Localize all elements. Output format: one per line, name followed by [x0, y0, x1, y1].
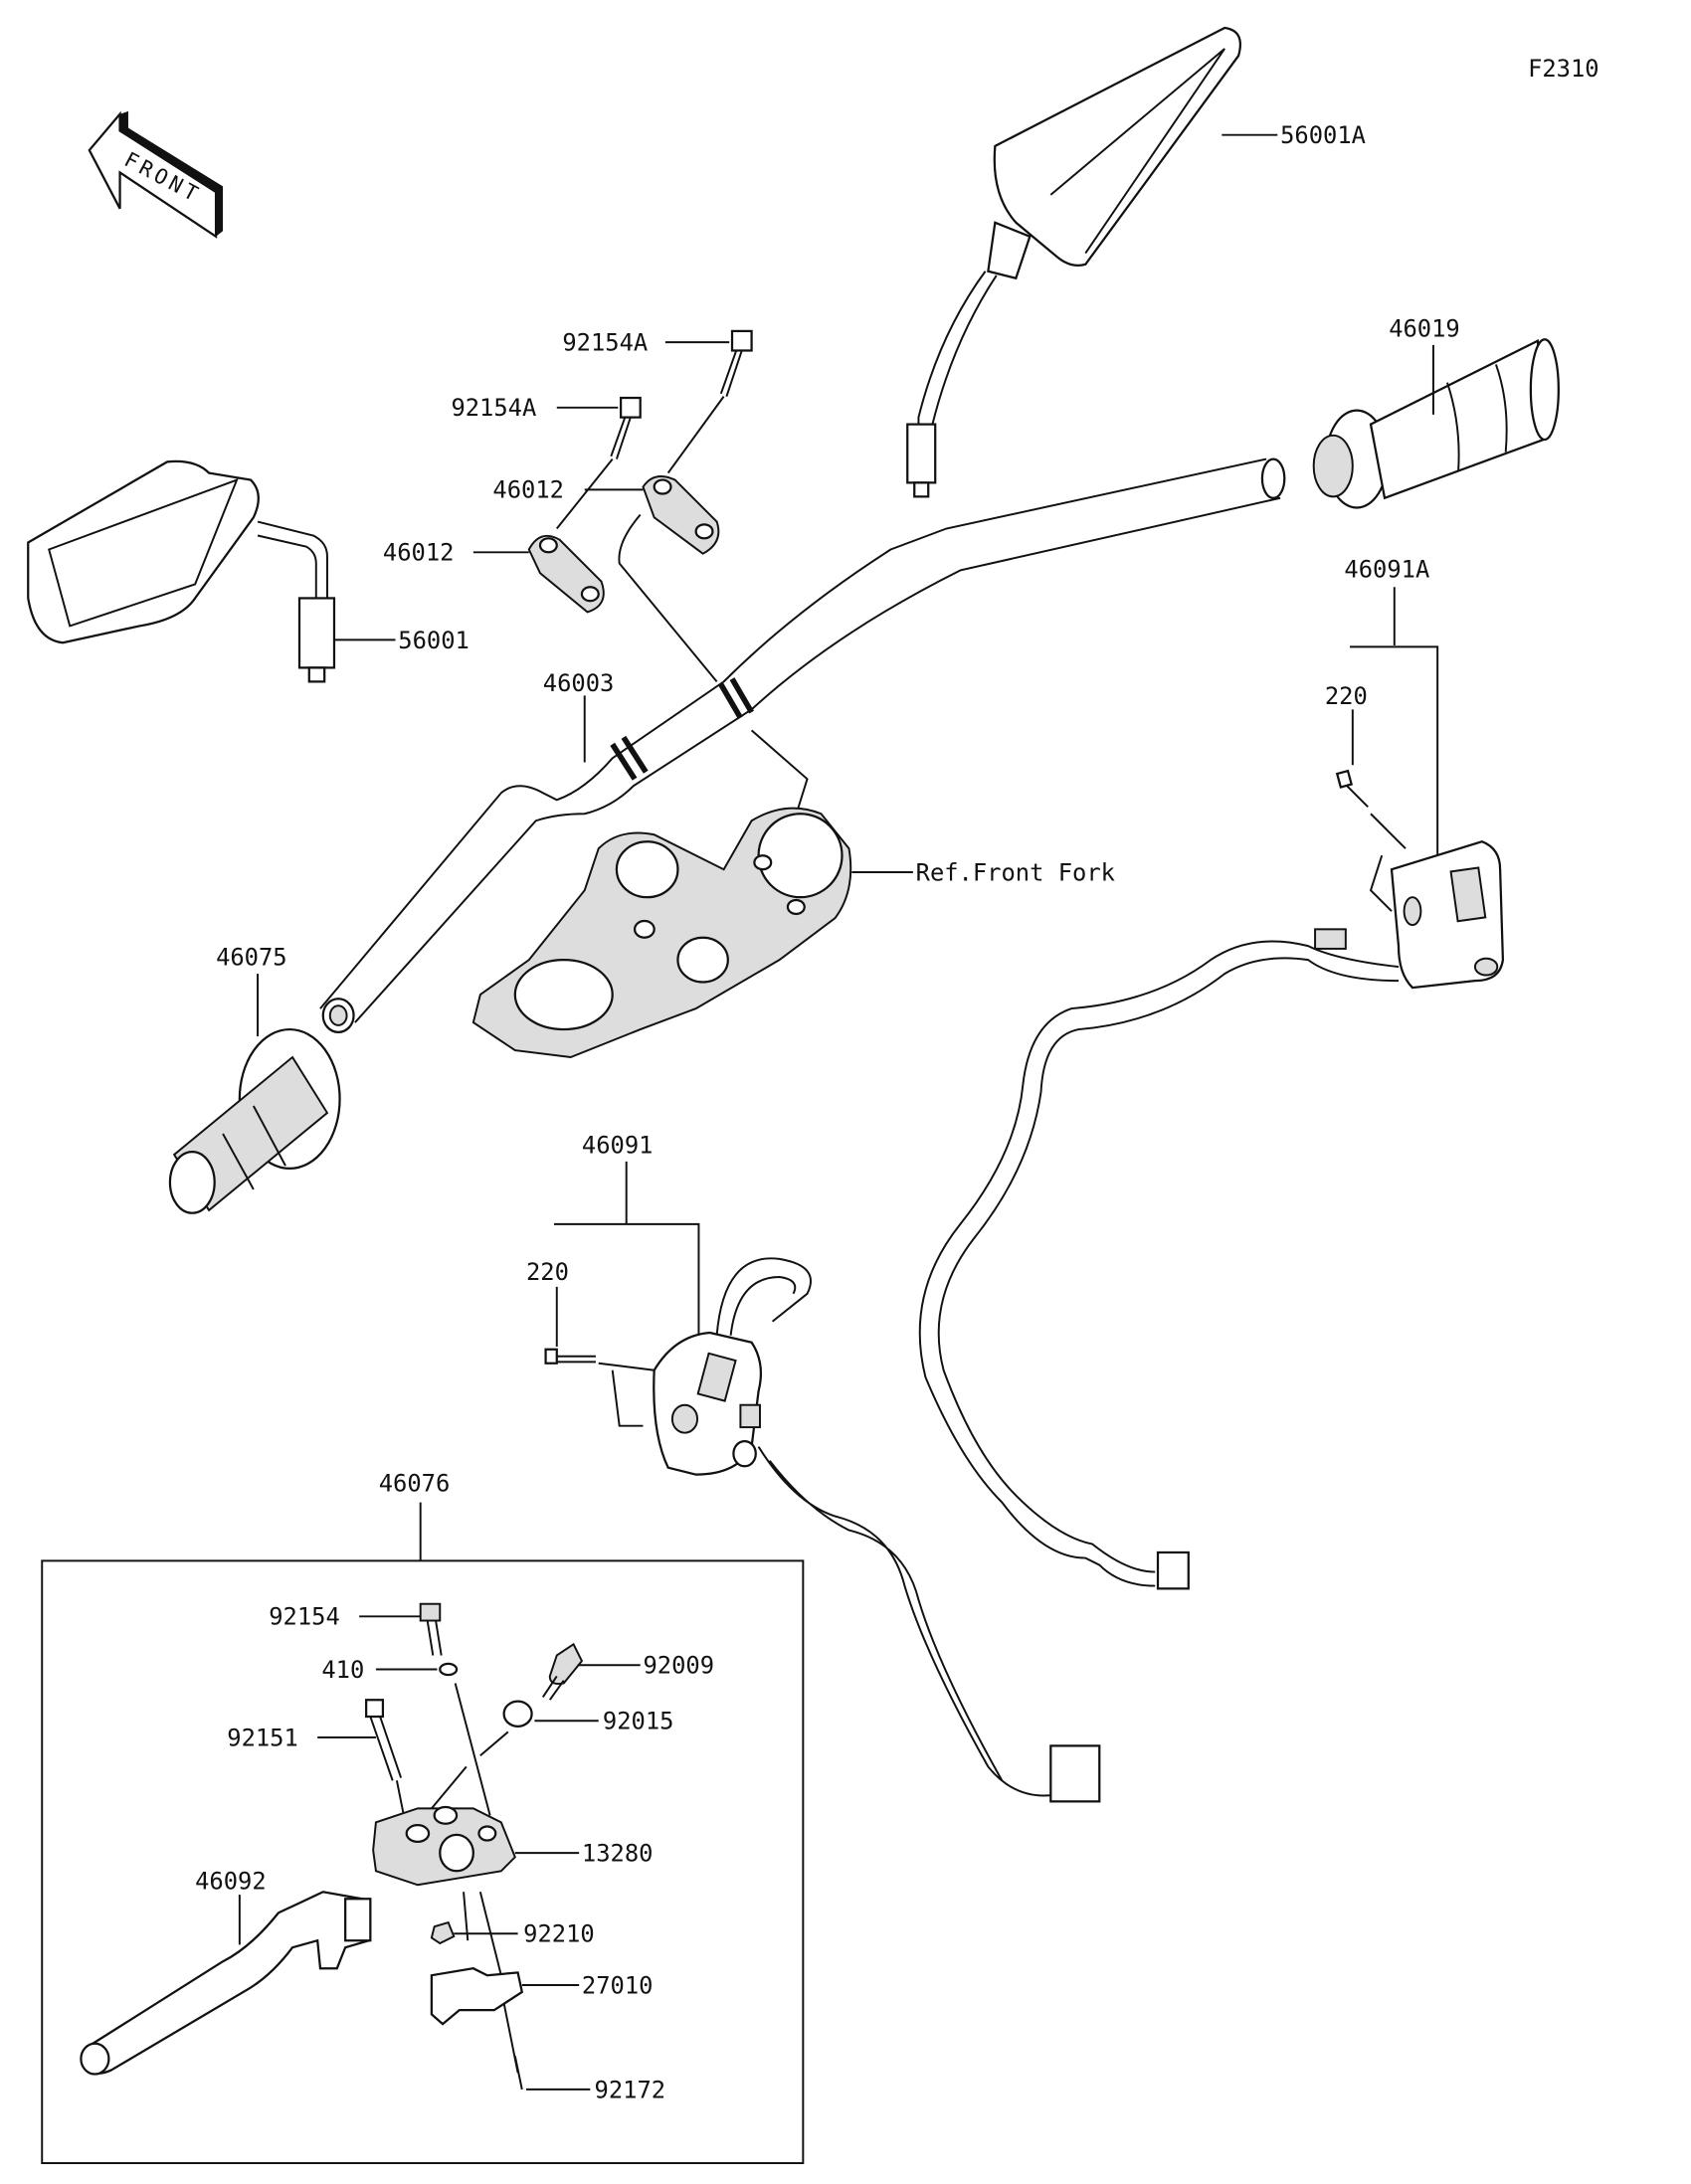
bracket-13280[interactable]: [372, 1805, 516, 1887]
part-label-410[interactable]: 410: [321, 1656, 364, 1684]
mirror-left[interactable]: [27, 459, 336, 683]
part-label-56001A[interactable]: 56001A: [1280, 121, 1366, 149]
grip-left[interactable]: [168, 1027, 341, 1214]
part-label-46012-lower[interactable]: 46012: [383, 539, 455, 567]
part-label-56001[interactable]: 56001: [398, 627, 470, 654]
ref-front-fork-label[interactable]: Ref.Front Fork: [916, 858, 1115, 886]
part-label-13280[interactable]: 13280: [582, 1839, 654, 1867]
part-label-46019[interactable]: 46019: [1389, 314, 1460, 342]
part-label-92009[interactable]: 92009: [643, 1652, 714, 1680]
holder-46012-lower[interactable]: [527, 534, 605, 614]
holder-46012-upper[interactable]: [642, 474, 720, 555]
part-label-92151[interactable]: 92151: [227, 1724, 298, 1751]
handlebar[interactable]: [319, 457, 1286, 1033]
part-label-92154A-upper[interactable]: 92154A: [562, 328, 648, 356]
part-label-92154[interactable]: 92154: [269, 1603, 340, 1631]
part-label-46091A[interactable]: 46091A: [1344, 555, 1429, 583]
part-label-27010[interactable]: 27010: [582, 1971, 654, 1999]
switch-right[interactable]: [918, 769, 1505, 1590]
part-label-46076[interactable]: 46076: [379, 1469, 451, 1497]
part-label-46091[interactable]: 46091: [582, 1132, 654, 1160]
bushing-92015[interactable]: [502, 1700, 533, 1728]
lever-46092[interactable]: [80, 1891, 372, 2076]
bolt-92154A-upper[interactable]: [719, 329, 753, 397]
diagram-code: F2310: [1528, 55, 1599, 83]
part-label-220-right[interactable]: 220: [1325, 682, 1368, 710]
bolt-92151[interactable]: [365, 1699, 403, 1781]
front-fork-clamp[interactable]: [471, 807, 852, 1059]
part-label-92172[interactable]: 92172: [595, 2076, 666, 2103]
mirror-right[interactable]: [906, 26, 1242, 498]
front-arrow-icon: FRONT: [88, 110, 224, 239]
nut-92210[interactable]: [430, 1920, 456, 1945]
part-label-46012-upper[interactable]: 46012: [492, 476, 564, 504]
screw-92172[interactable]: [513, 2056, 523, 2091]
part-label-92210[interactable]: 92210: [523, 1920, 595, 1948]
part-label-92015[interactable]: 92015: [603, 1708, 674, 1735]
part-label-46003[interactable]: 46003: [543, 669, 615, 697]
switch-27010[interactable]: [430, 1967, 524, 2026]
part-label-220-left[interactable]: 220: [526, 1258, 569, 1286]
bolt-92154[interactable]: [419, 1602, 443, 1656]
washer-410[interactable]: [439, 1662, 459, 1677]
lever-assy-box: [41, 1559, 805, 2164]
part-label-92154A-lower[interactable]: 92154A: [451, 394, 536, 422]
bolt-92154A-lower[interactable]: [610, 396, 642, 459]
part-label-46092[interactable]: 46092: [195, 1867, 267, 1895]
adjuster-92009[interactable]: [541, 1642, 584, 1701]
part-label-46075[interactable]: 46075: [216, 944, 287, 972]
switch-left[interactable]: [544, 1257, 1101, 1803]
grip-right[interactable]: [1312, 338, 1560, 509]
